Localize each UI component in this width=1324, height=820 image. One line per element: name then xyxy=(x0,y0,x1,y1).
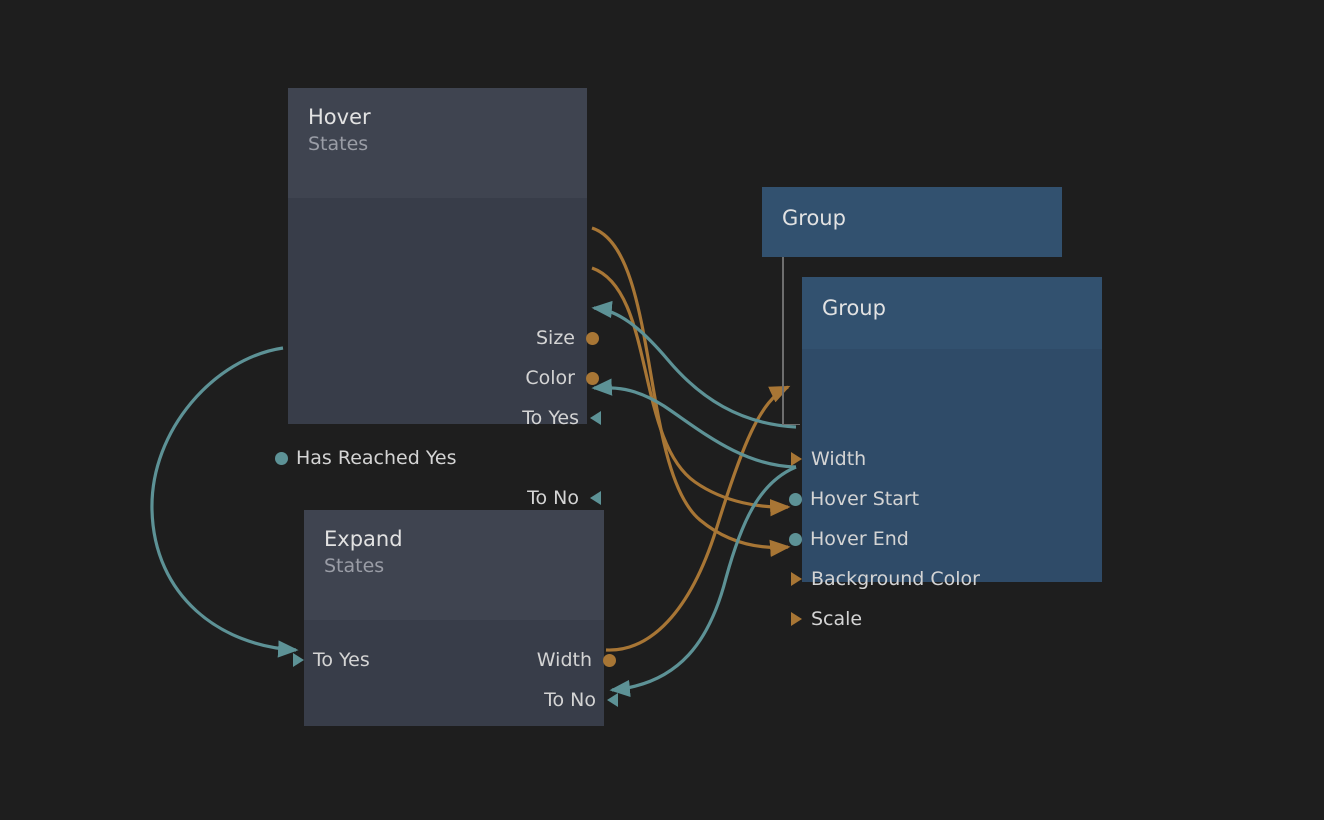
node-hover-header[interactable]: Hover States xyxy=(288,88,587,198)
port-dot-has-reached-yes-icon[interactable] xyxy=(275,451,288,465)
node-hover[interactable]: Hover States Size Color To Yes Has Reach… xyxy=(275,88,601,507)
port-row-size[interactable]: Size xyxy=(536,327,599,349)
node-hover-body: Size Color To Yes Has Reached Yes To No xyxy=(275,198,601,507)
port-arrow-group-width-icon[interactable] xyxy=(791,452,802,466)
port-row-group-width[interactable]: Width xyxy=(791,448,866,470)
edge-hover-end-to-expand-to-no xyxy=(609,465,797,698)
port-label-color: Color xyxy=(525,366,575,389)
node-expand-header[interactable]: Expand States xyxy=(304,510,604,620)
port-row-background-color[interactable]: Background Color xyxy=(791,568,980,590)
group-connector-line xyxy=(782,257,784,425)
port-row-color[interactable]: Color xyxy=(525,367,599,389)
port-row-to-no[interactable]: To No xyxy=(527,487,601,509)
port-dot-hover-start-icon[interactable] xyxy=(789,492,802,506)
port-label-to-yes: To Yes xyxy=(522,406,579,429)
port-row-hover-start[interactable]: Hover Start xyxy=(789,488,919,510)
group-box[interactable]: Group xyxy=(762,187,1062,257)
port-label-expand-to-no: To No xyxy=(544,688,596,711)
edge-hover-start-to-to-yes xyxy=(591,300,797,429)
port-arrow-expand-to-no-icon[interactable] xyxy=(607,693,618,707)
edge-expand-width-to-group-width xyxy=(605,385,791,652)
port-arrow-to-no-icon[interactable] xyxy=(590,491,601,505)
edge-hover-end-to-to-no xyxy=(591,378,797,469)
port-arrow-expand-to-yes-icon[interactable] xyxy=(293,653,304,667)
port-row-expand-width[interactable]: Width xyxy=(537,649,616,671)
port-row-hover-end[interactable]: Hover End xyxy=(789,528,909,550)
port-arrow-to-yes-icon[interactable] xyxy=(590,411,601,425)
node-group-title: Group xyxy=(822,296,886,320)
port-label-to-no: To No xyxy=(527,486,579,509)
port-row-expand-to-no[interactable]: To No xyxy=(544,689,618,711)
port-label-size: Size xyxy=(535,326,575,349)
port-label-hover-end: Hover End xyxy=(810,527,909,550)
edge-color-to-background-color xyxy=(591,266,791,517)
port-label-expand-to-yes: To Yes xyxy=(313,648,370,671)
node-group-header[interactable]: Group xyxy=(802,277,1102,349)
port-row-to-yes[interactable]: To Yes xyxy=(522,407,601,429)
port-dot-size-icon[interactable] xyxy=(586,331,599,345)
port-row-expand-to-yes[interactable]: To Yes xyxy=(293,649,370,671)
edge-has-reached-yes-to-expand-to-yes xyxy=(150,346,299,658)
group-connector-tick xyxy=(782,423,800,425)
node-expand-title: Expand xyxy=(324,527,403,551)
port-label-expand-width: Width xyxy=(536,648,592,671)
node-expand-body: To Yes Width To No xyxy=(293,620,618,726)
port-dot-color-icon[interactable] xyxy=(586,371,599,385)
group-box-title: Group xyxy=(782,206,846,230)
port-dot-hover-end-icon[interactable] xyxy=(789,532,802,546)
port-dot-expand-width-icon[interactable] xyxy=(603,653,616,667)
port-arrow-background-color-icon[interactable] xyxy=(791,572,802,586)
port-row-scale[interactable]: Scale xyxy=(791,608,862,630)
node-expand-subtitle: States xyxy=(324,554,385,577)
node-expand[interactable]: Expand States To Yes Width To No xyxy=(293,510,618,726)
port-arrow-scale-icon[interactable] xyxy=(791,612,802,626)
node-hover-title: Hover xyxy=(308,105,371,129)
node-hover-subtitle: States xyxy=(308,132,369,155)
port-label-group-width: Width xyxy=(811,447,867,470)
port-label-has-reached-yes: Has Reached Yes xyxy=(296,446,457,469)
edge-size-to-scale xyxy=(591,226,791,557)
node-group-body: Width Hover Start Hover End Background C… xyxy=(789,349,1102,628)
port-label-background-color: Background Color xyxy=(811,567,980,590)
port-row-has-reached-yes[interactable]: Has Reached Yes xyxy=(275,447,457,469)
port-label-scale: Scale xyxy=(811,607,863,630)
node-group[interactable]: Group Width Hover Start Hover End Backgr… xyxy=(789,277,1102,628)
port-label-hover-start: Hover Start xyxy=(810,487,920,510)
